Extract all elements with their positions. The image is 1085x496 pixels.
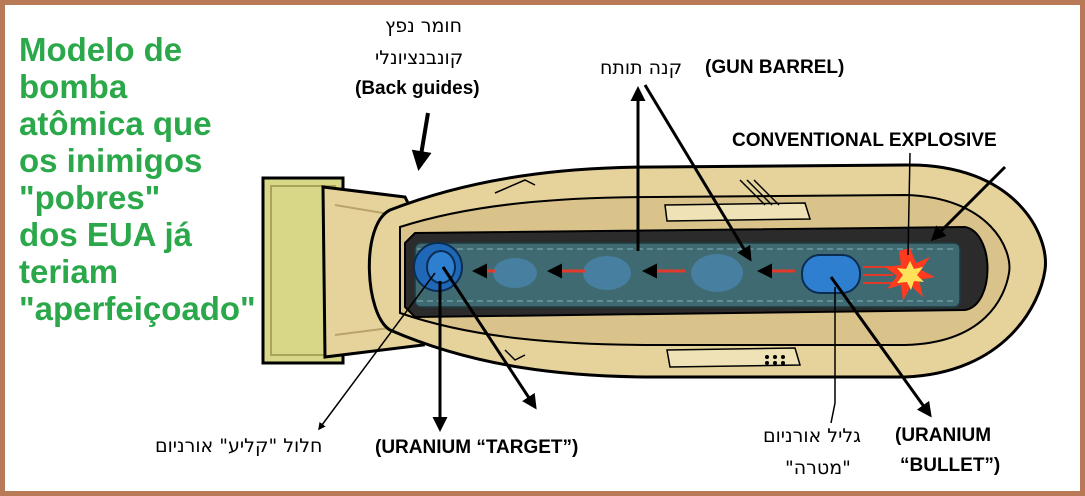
title-line: atômica que	[19, 105, 212, 142]
explosive-arrow	[930, 165, 1007, 242]
title-line: dos EUA já	[19, 216, 192, 253]
conventional-explosive-label: CONVENTIONAL EXPLOSIVE	[732, 130, 997, 151]
title-line: "pobres"	[19, 179, 161, 216]
title-line: "aperfeiçoado"	[19, 290, 256, 327]
bullet-arrow	[829, 276, 932, 418]
uranium-bullet-label-1: (URANIUM	[895, 425, 992, 446]
gun-barrel-label: (GUN BARREL)	[705, 57, 845, 78]
uranium-bullet	[801, 254, 861, 294]
title-line: bomba	[19, 68, 128, 105]
bullet-motion-trail	[472, 254, 795, 292]
back-guides-hebrew-1: חומר נפץ	[385, 15, 462, 37]
back-guides-arrow	[411, 112, 432, 171]
uranium-bullet-label-2: “BULLET”)	[900, 455, 1001, 476]
bomb-diagram	[261, 84, 1047, 432]
uranium-cylinder-hebrew-2: "מטרה"	[785, 457, 851, 479]
gun-barrel-arrow-2	[643, 84, 752, 262]
title-line: teriam	[19, 253, 119, 290]
title-line: os inimigos	[19, 142, 203, 179]
pointer-arrows	[318, 84, 1007, 432]
title-line: Modelo de	[19, 31, 183, 68]
uranium-cylinder-hebrew-1: גליל אורניום	[763, 425, 861, 447]
shell-arrow	[318, 272, 436, 431]
explosive-pointer	[907, 152, 911, 256]
conventional-explosive	[863, 248, 935, 301]
uranium-target-label: (URANIUM “TARGET”)	[375, 437, 579, 458]
back-guides-hebrew-2: קונבנציונלי	[375, 47, 464, 69]
target-arrow-2	[441, 266, 537, 410]
back-guides-label: (Back guides)	[355, 78, 480, 99]
gun-barrel-hebrew: קנה תותח	[600, 57, 683, 79]
uranium-shell-hebrew: חלול "קליע" אורניום	[155, 435, 323, 457]
